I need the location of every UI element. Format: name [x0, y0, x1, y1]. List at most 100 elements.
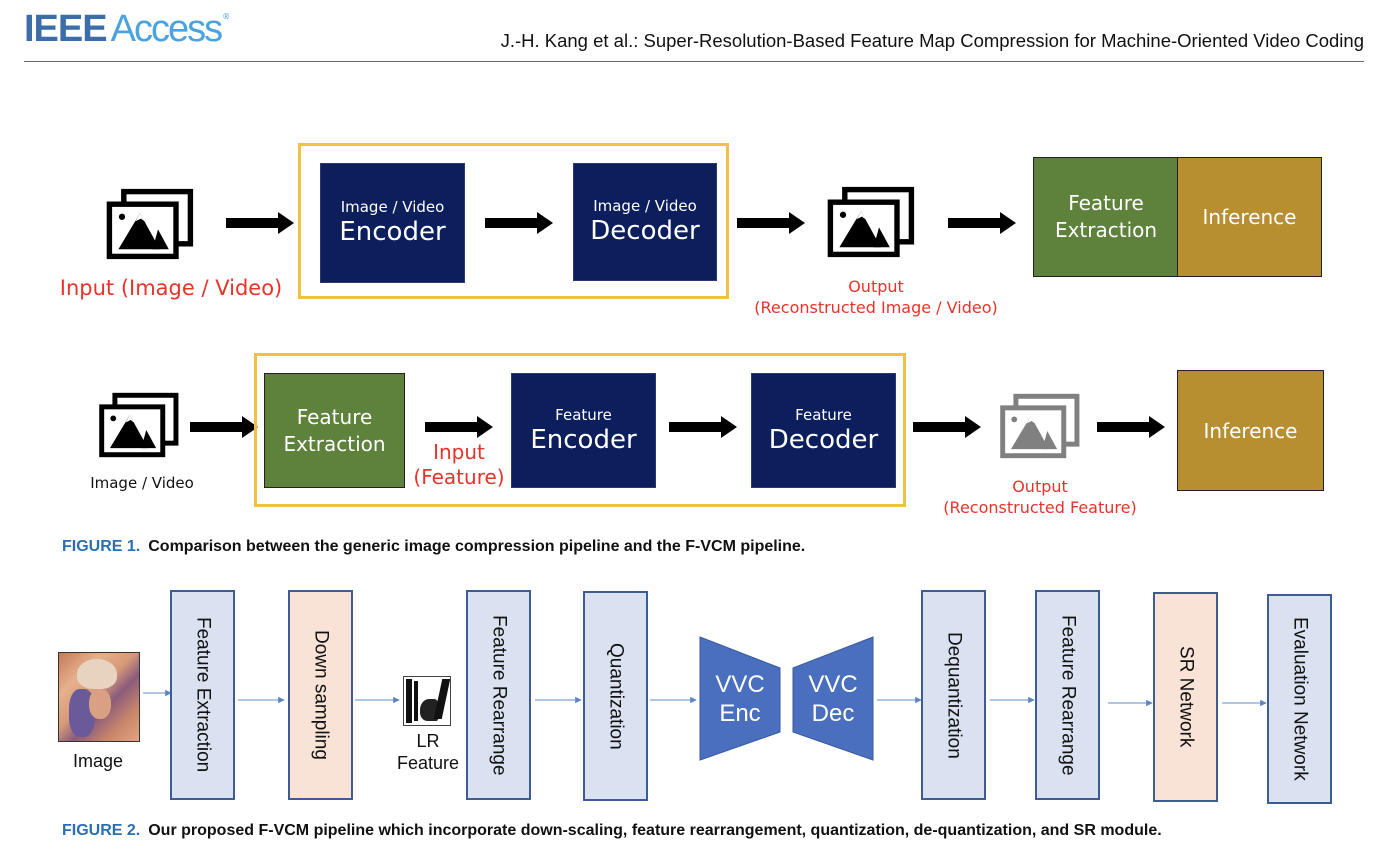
vvc-encoder-shape [699, 636, 781, 761]
sr-network-block: SR Network [1153, 592, 1218, 802]
arrow-icon [485, 212, 553, 234]
feature-extraction-line1: Feature [1068, 191, 1144, 215]
dequantization-block: Dequantization [921, 590, 986, 800]
feature-rearrange-block: Feature Rearrange [466, 590, 531, 800]
figure-2: Image Feature Extraction Down sampling L… [0, 570, 1392, 856]
feature-encoder-block: Feature Encoder [511, 373, 656, 488]
dequantization-label: Dequantization [943, 631, 965, 759]
arrow-icon [190, 416, 258, 438]
feature-extraction-line2: Extraction [283, 431, 386, 456]
output-label-line1: Output [848, 277, 904, 296]
input-feature-label: Input (Feature) [405, 440, 513, 490]
logo-ieee-text: IEEE [24, 8, 108, 50]
evaluation-network-block: Evaluation Network [1267, 594, 1332, 804]
feature-decoder-title: Decoder [768, 424, 879, 455]
lr-feature-line1: LR [416, 731, 440, 751]
figure-1-tag: FIGURE 1. [62, 538, 141, 555]
image-stack-gray-icon [996, 393, 1082, 459]
quantization-label: Quantization [605, 642, 627, 750]
flow-arrow [650, 696, 697, 704]
inference-label: Inference [1203, 418, 1298, 443]
vvc-decoder-shape [792, 636, 874, 761]
flow-arrow [355, 696, 400, 704]
codec-frame [298, 143, 729, 299]
arrow-icon [913, 416, 981, 438]
reconstructed-feature-line2: (Reconstructed Feature) [943, 498, 1137, 517]
registered-mark: ® [222, 12, 231, 21]
logo-access-text: Access [110, 8, 223, 50]
flow-arrow [990, 696, 1035, 704]
vvc-enc-label: VVC Enc [699, 670, 781, 728]
figure-1-caption-text: Comparison between the generic image com… [148, 538, 806, 555]
encoder-title: Encoder [339, 217, 446, 247]
inference-label: Inference [1202, 205, 1297, 229]
journal-logo: IEEE Access ® [24, 8, 231, 50]
down-sampling-label: Down sampling [310, 630, 332, 760]
down-sampling-block: Down sampling [288, 590, 353, 800]
image-label: Image [72, 751, 124, 771]
input-feature-line2: (Feature) [413, 465, 505, 489]
input-label: Input (Image / Video) [59, 276, 283, 300]
feature-extraction-block: Feature Extraction [264, 373, 405, 488]
vvc-dec-label: VVC Dec [792, 670, 874, 728]
feature-decoder-subtitle: Feature [795, 405, 852, 424]
feature-encoder-subtitle: Feature [555, 405, 612, 424]
output-label: Output (Reconstructed Image / Video) [746, 276, 1006, 318]
inference-block: Inference [1177, 157, 1322, 277]
running-head: J.-H. Kang et al.: Super-Resolution-Base… [500, 30, 1364, 51]
feature-rearrange-label: Feature Rearrange [1057, 614, 1079, 776]
arrow-icon [737, 212, 805, 234]
flow-arrow [143, 689, 172, 697]
feature-rearrange-label: Feature Rearrange [488, 614, 510, 776]
arrow-icon [425, 416, 493, 438]
feature-extraction-block: Feature Extraction [170, 590, 235, 800]
vvc-dec-line1: VVC [808, 671, 858, 698]
arrow-icon [1097, 416, 1165, 438]
evaluation-network-label: Evaluation Network [1289, 617, 1311, 781]
flow-arrow [1108, 699, 1153, 707]
feature-extraction-label: Feature Extraction [192, 617, 214, 773]
image-stack-icon [824, 186, 916, 258]
arrow-icon [226, 212, 294, 234]
decoder-subtitle: Image / Video [593, 197, 697, 215]
feature-decoder-block: Feature Decoder [751, 373, 896, 488]
input-image-thumbnail [58, 652, 140, 742]
reconstructed-feature-label: Output (Reconstructed Feature) [930, 476, 1150, 518]
sr-network-label: SR Network [1175, 646, 1197, 748]
vvc-enc-line2: Enc [719, 700, 761, 727]
inference-block: Inference [1177, 370, 1324, 491]
image-stack-icon [103, 188, 195, 260]
arrow-icon [669, 416, 737, 438]
image-video-encoder-block: Image / Video Encoder [320, 163, 465, 283]
figure-1: Input (Image / Video) Image / Video Enco… [59, 143, 1324, 556]
lr-feature-thumbnail [403, 676, 451, 726]
feature-encoder-title: Encoder [530, 424, 637, 455]
figure-1-caption: FIGURE 1. Comparison between the generic … [62, 538, 805, 556]
reconstructed-feature-line1: Output [1012, 477, 1068, 496]
output-label-line2: (Reconstructed Image / Video) [754, 298, 998, 317]
input-feature-line1: Input [433, 440, 485, 464]
vvc-dec-line2: Dec [811, 700, 855, 727]
feature-extraction-line2: Extraction [1054, 218, 1158, 242]
flow-arrow [877, 696, 922, 704]
feature-rearrange-block: Feature Rearrange [1035, 590, 1100, 800]
vvc-enc-line1: VVC [715, 671, 765, 698]
image-video-label: Image / Video [90, 474, 194, 492]
arrow-icon [948, 212, 1016, 234]
image-stack-icon [96, 392, 180, 458]
image-video-decoder-block: Image / Video Decoder [573, 163, 717, 281]
feature-extraction-line1: Feature [296, 404, 373, 429]
figure-2-tag: FIGURE 2. [62, 822, 141, 839]
lr-feature-label: LR Feature [388, 730, 468, 774]
encoder-subtitle: Image / Video [340, 198, 445, 216]
feature-codec-frame [254, 353, 906, 507]
decoder-title: Decoder [590, 216, 700, 246]
figure-2-caption: FIGURE 2. Our proposed F-VCM pipeline whi… [62, 822, 1162, 840]
header-rule [24, 61, 1364, 62]
flow-arrow [535, 696, 582, 704]
feature-extraction-block: Feature Extraction [1033, 157, 1179, 277]
flow-arrow [238, 696, 285, 704]
figure-2-caption-text: Our proposed F-VCM pipeline which incorp… [148, 822, 1162, 839]
quantization-block: Quantization [583, 591, 648, 801]
lr-feature-line2: Feature [396, 753, 460, 773]
